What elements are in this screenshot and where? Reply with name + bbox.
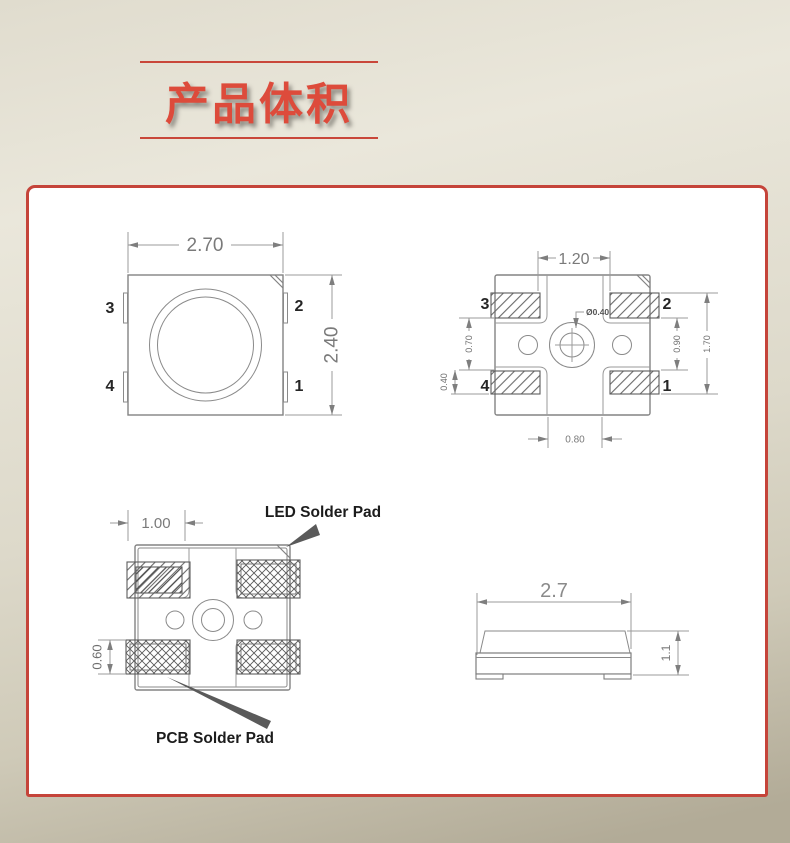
corner-chamfer <box>274 274 284 284</box>
dim-front-width: 2.70 <box>187 235 224 256</box>
pin-label-3: 3 <box>106 300 115 317</box>
pcb-pad-view: 1.00 0.60 LED Solder Pad PCB Solder Pad <box>90 504 382 747</box>
pin-label-4: 4 <box>106 378 115 395</box>
pin-label-4: 4 <box>481 378 490 395</box>
dim-front-height: 2.40 <box>322 327 343 364</box>
dim-hole: Ø0.40 <box>586 307 609 317</box>
dim-side-width: 2.7 <box>540 580 568 602</box>
dim-left-lower: 0.40 <box>439 373 449 391</box>
pin-label-3: 3 <box>481 296 490 313</box>
lens-outer-circle <box>149 288 262 402</box>
pad-bottom-left <box>125 639 191 675</box>
drawing-panel: 2.70 3 2 4 1 2.40 <box>26 185 768 797</box>
title-rule-bottom <box>140 137 378 139</box>
pad-bottom-right <box>236 639 301 675</box>
title-rule-top <box>140 61 378 63</box>
center-circle-outer <box>549 322 595 368</box>
terminal-pad <box>283 292 288 324</box>
dim-text-bg <box>534 581 574 600</box>
corner-chamfer <box>269 274 284 289</box>
solder-pad-4 <box>490 370 541 395</box>
dim-right-inner: 0.90 <box>672 335 682 353</box>
dim-gap-bottom: 0.80 <box>565 435 585 446</box>
dim-text-bg <box>670 331 684 358</box>
index-hole-right <box>612 335 632 355</box>
page-title: 产品体积 <box>165 79 353 130</box>
index-hole-right <box>243 610 263 630</box>
dim-text-bg <box>556 249 593 266</box>
dim-text-bg <box>179 235 231 255</box>
terminal-foot-left <box>475 673 504 680</box>
pad-top-right <box>236 559 301 599</box>
pcb-solder-pad-arrow <box>167 677 271 729</box>
pin-label-2: 2 <box>295 298 304 315</box>
dim-text-bg <box>700 331 714 358</box>
package-outline <box>127 274 284 416</box>
index-hole-left <box>518 335 538 355</box>
side-view: 2.7 1.1 <box>475 580 689 680</box>
pad-bottom-left-inner <box>129 643 187 671</box>
terminal-foot-right <box>603 673 632 680</box>
corner-chamfer <box>641 274 651 284</box>
corner-chamfer <box>276 544 291 559</box>
pin-label-1: 1 <box>663 378 672 395</box>
lens-inner-circle <box>157 296 254 394</box>
dim-right-outer: 1.70 <box>702 335 712 353</box>
dim-side-height: 1.1 <box>659 644 673 661</box>
led-solder-pad-label: LED Solder Pad <box>265 504 381 521</box>
solder-pad-1 <box>609 370 660 395</box>
pin-label-2: 2 <box>663 296 672 313</box>
cavity-outline <box>602 366 650 415</box>
terminal-pad <box>123 371 128 403</box>
pin-label-1: 1 <box>295 378 304 395</box>
index-hole-left <box>165 610 185 630</box>
solder-pad-3 <box>490 292 541 319</box>
dim-left-upper: 0.70 <box>464 335 474 353</box>
center-hole <box>201 608 225 632</box>
dimension-drawings: 2.70 3 2 4 1 2.40 <box>90 232 718 747</box>
body-top-profile <box>479 630 631 654</box>
corner-chamfer <box>636 274 651 289</box>
pad-top-right-inner <box>240 563 297 595</box>
dim-gap-top: 1.20 <box>558 251 589 268</box>
terminal-pad <box>283 371 288 403</box>
pcb-solder-pad-label: PCB Solder Pad <box>156 730 274 747</box>
pad-layout-view: Ø0.40 1.20 0.70 0.40 0.90 1.70 0.80 3 <box>439 249 718 448</box>
center-circle-outer <box>192 599 234 641</box>
dim-pad-height: 0.60 <box>90 644 105 669</box>
terminal-pad <box>123 292 128 324</box>
dim-pad-width: 1.00 <box>141 515 170 532</box>
cavity-outline <box>495 366 548 415</box>
solder-pad-2 <box>609 292 660 319</box>
dim-text-bg <box>462 331 476 359</box>
package-outline-inner <box>137 547 288 688</box>
leader-line <box>573 311 584 328</box>
cavity-outline <box>602 275 650 324</box>
led-pad-top-left <box>135 566 183 594</box>
body-base <box>475 652 632 675</box>
front-view: 2.70 3 2 4 1 2.40 <box>106 232 343 416</box>
led-solder-pad-arrow <box>286 524 320 547</box>
dim-text-bg <box>322 319 342 371</box>
cavity-outline <box>495 275 548 324</box>
pad-bottom-right-inner <box>240 643 297 671</box>
